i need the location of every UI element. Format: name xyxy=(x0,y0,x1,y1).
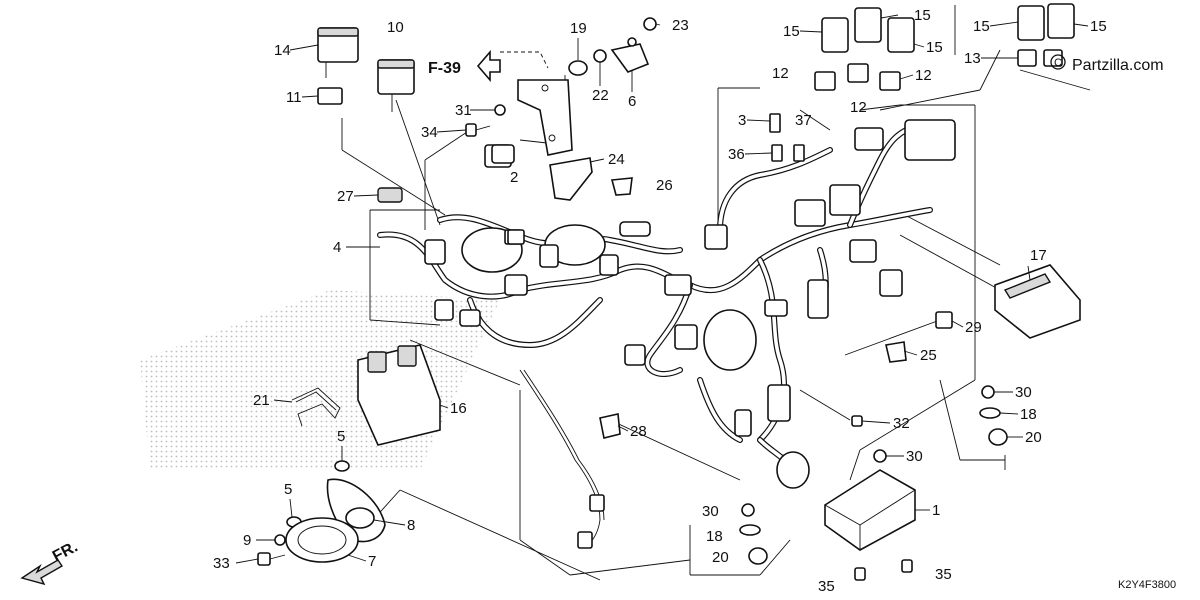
callout-1: 1 xyxy=(932,502,940,519)
callout-15a: 15 xyxy=(783,23,800,40)
callout-15e: 15 xyxy=(1090,18,1107,35)
part-15-relays xyxy=(821,3,1075,53)
part-22-nut xyxy=(593,49,607,63)
callout-13: 13 xyxy=(964,50,981,67)
part-35-bolts xyxy=(854,559,913,581)
callout-5b: 5 xyxy=(284,481,292,498)
callout-2: 2 xyxy=(510,169,518,186)
part-19-grommet xyxy=(568,60,588,76)
part-30-nut-mid xyxy=(873,449,887,463)
callout-9: 9 xyxy=(243,532,251,549)
part-25-clamp xyxy=(885,341,907,363)
part-12-relays xyxy=(814,63,901,91)
callout-30a: 30 xyxy=(1015,384,1032,401)
part-7-horn-cover xyxy=(285,517,359,563)
part-24-clip xyxy=(549,157,593,201)
main-wire-harness xyxy=(377,119,956,549)
callout-12a: 12 xyxy=(772,65,789,82)
callout-10: 10 xyxy=(387,19,404,36)
callout-28: 28 xyxy=(630,423,647,440)
callout-15d: 15 xyxy=(973,18,990,35)
callout-16: 16 xyxy=(450,400,467,417)
diagram-reference-code: K2Y4F3800 xyxy=(1118,579,1176,591)
callout-36: 36 xyxy=(728,146,745,163)
partzilla-watermark: C Partzilla.com xyxy=(1050,54,1164,74)
callout-29: 29 xyxy=(965,319,982,336)
part-28-clip xyxy=(599,413,621,439)
callout-labels: 1 2 3 4 5 5 6 7 8 9 10 11 12 12 12 13 14… xyxy=(213,7,1107,595)
callout-6: 6 xyxy=(628,93,636,110)
callout-34: 34 xyxy=(421,124,438,141)
callout-19: 19 xyxy=(570,20,587,37)
callout-20b: 20 xyxy=(712,549,729,566)
part-1-module xyxy=(824,469,916,551)
callout-33: 33 xyxy=(213,555,230,572)
part-23-nut xyxy=(643,17,657,31)
part-10-relay xyxy=(377,59,415,112)
callout-14: 14 xyxy=(274,42,291,59)
callout-22: 22 xyxy=(592,87,609,104)
part-16-control-module xyxy=(357,344,441,446)
callout-3: 3 xyxy=(738,112,746,129)
callout-37: 37 xyxy=(795,112,812,129)
callout-26: 26 xyxy=(656,177,673,194)
part-34-bolt xyxy=(465,123,491,137)
callout-12c: 12 xyxy=(850,99,867,116)
front-direction-indicator: FR. xyxy=(20,538,81,586)
part-11-relay xyxy=(317,87,343,105)
callout-5a: 5 xyxy=(337,428,345,445)
bracket xyxy=(517,79,573,156)
callout-25: 25 xyxy=(920,347,937,364)
callout-24: 24 xyxy=(608,151,625,168)
part-30-18-20-upper-mounts xyxy=(979,385,1008,446)
part-3-37-36-fuses xyxy=(769,113,805,162)
part-2-connector xyxy=(491,144,525,245)
callout-8: 8 xyxy=(407,517,415,534)
part-26-clip xyxy=(610,177,633,196)
callout-12b: 12 xyxy=(915,67,932,84)
part-32-bolt xyxy=(851,415,863,427)
callout-30c: 30 xyxy=(702,503,719,520)
page-reference-label: F-39 xyxy=(428,60,461,77)
callout-18b: 18 xyxy=(706,528,723,545)
part-27-cover xyxy=(377,187,403,203)
leader-lines xyxy=(341,5,1091,581)
callout-7: 7 xyxy=(368,553,376,570)
part-9-washer xyxy=(274,534,286,546)
callout-11: 11 xyxy=(286,89,302,106)
callout-35b: 35 xyxy=(935,566,952,583)
part-31-washer xyxy=(494,104,506,116)
page-reference-arrow xyxy=(476,49,549,83)
copyright-icon xyxy=(1050,54,1066,70)
callout-18a: 18 xyxy=(1020,406,1037,423)
part-33-bolt xyxy=(257,552,286,566)
callout-20a: 20 xyxy=(1025,429,1042,446)
front-arrow-icon xyxy=(20,559,63,586)
part-21-bracket xyxy=(291,387,341,427)
callout-15b: 15 xyxy=(914,7,931,24)
callout-leader-ticks xyxy=(235,14,1089,564)
callout-17: 17 xyxy=(1030,247,1047,264)
callout-23: 23 xyxy=(672,17,689,34)
callout-31: 31 xyxy=(455,102,472,119)
callout-32: 32 xyxy=(893,415,910,432)
callout-30b: 30 xyxy=(906,448,923,465)
part-17-control-unit xyxy=(994,264,1081,339)
callout-4: 4 xyxy=(333,239,341,256)
svg-text:C: C xyxy=(1054,57,1062,69)
watermark-text: Partzilla.com xyxy=(1072,57,1164,74)
part-30-18-20-lower-mounts xyxy=(739,503,768,565)
callout-27: 27 xyxy=(337,188,354,205)
part-29-connector xyxy=(935,311,953,329)
callout-15c: 15 xyxy=(926,39,943,56)
callout-35a: 35 xyxy=(818,578,835,595)
callout-21: 21 xyxy=(253,392,270,409)
part-14-relay xyxy=(317,27,359,78)
part-6-sensor xyxy=(610,37,650,73)
